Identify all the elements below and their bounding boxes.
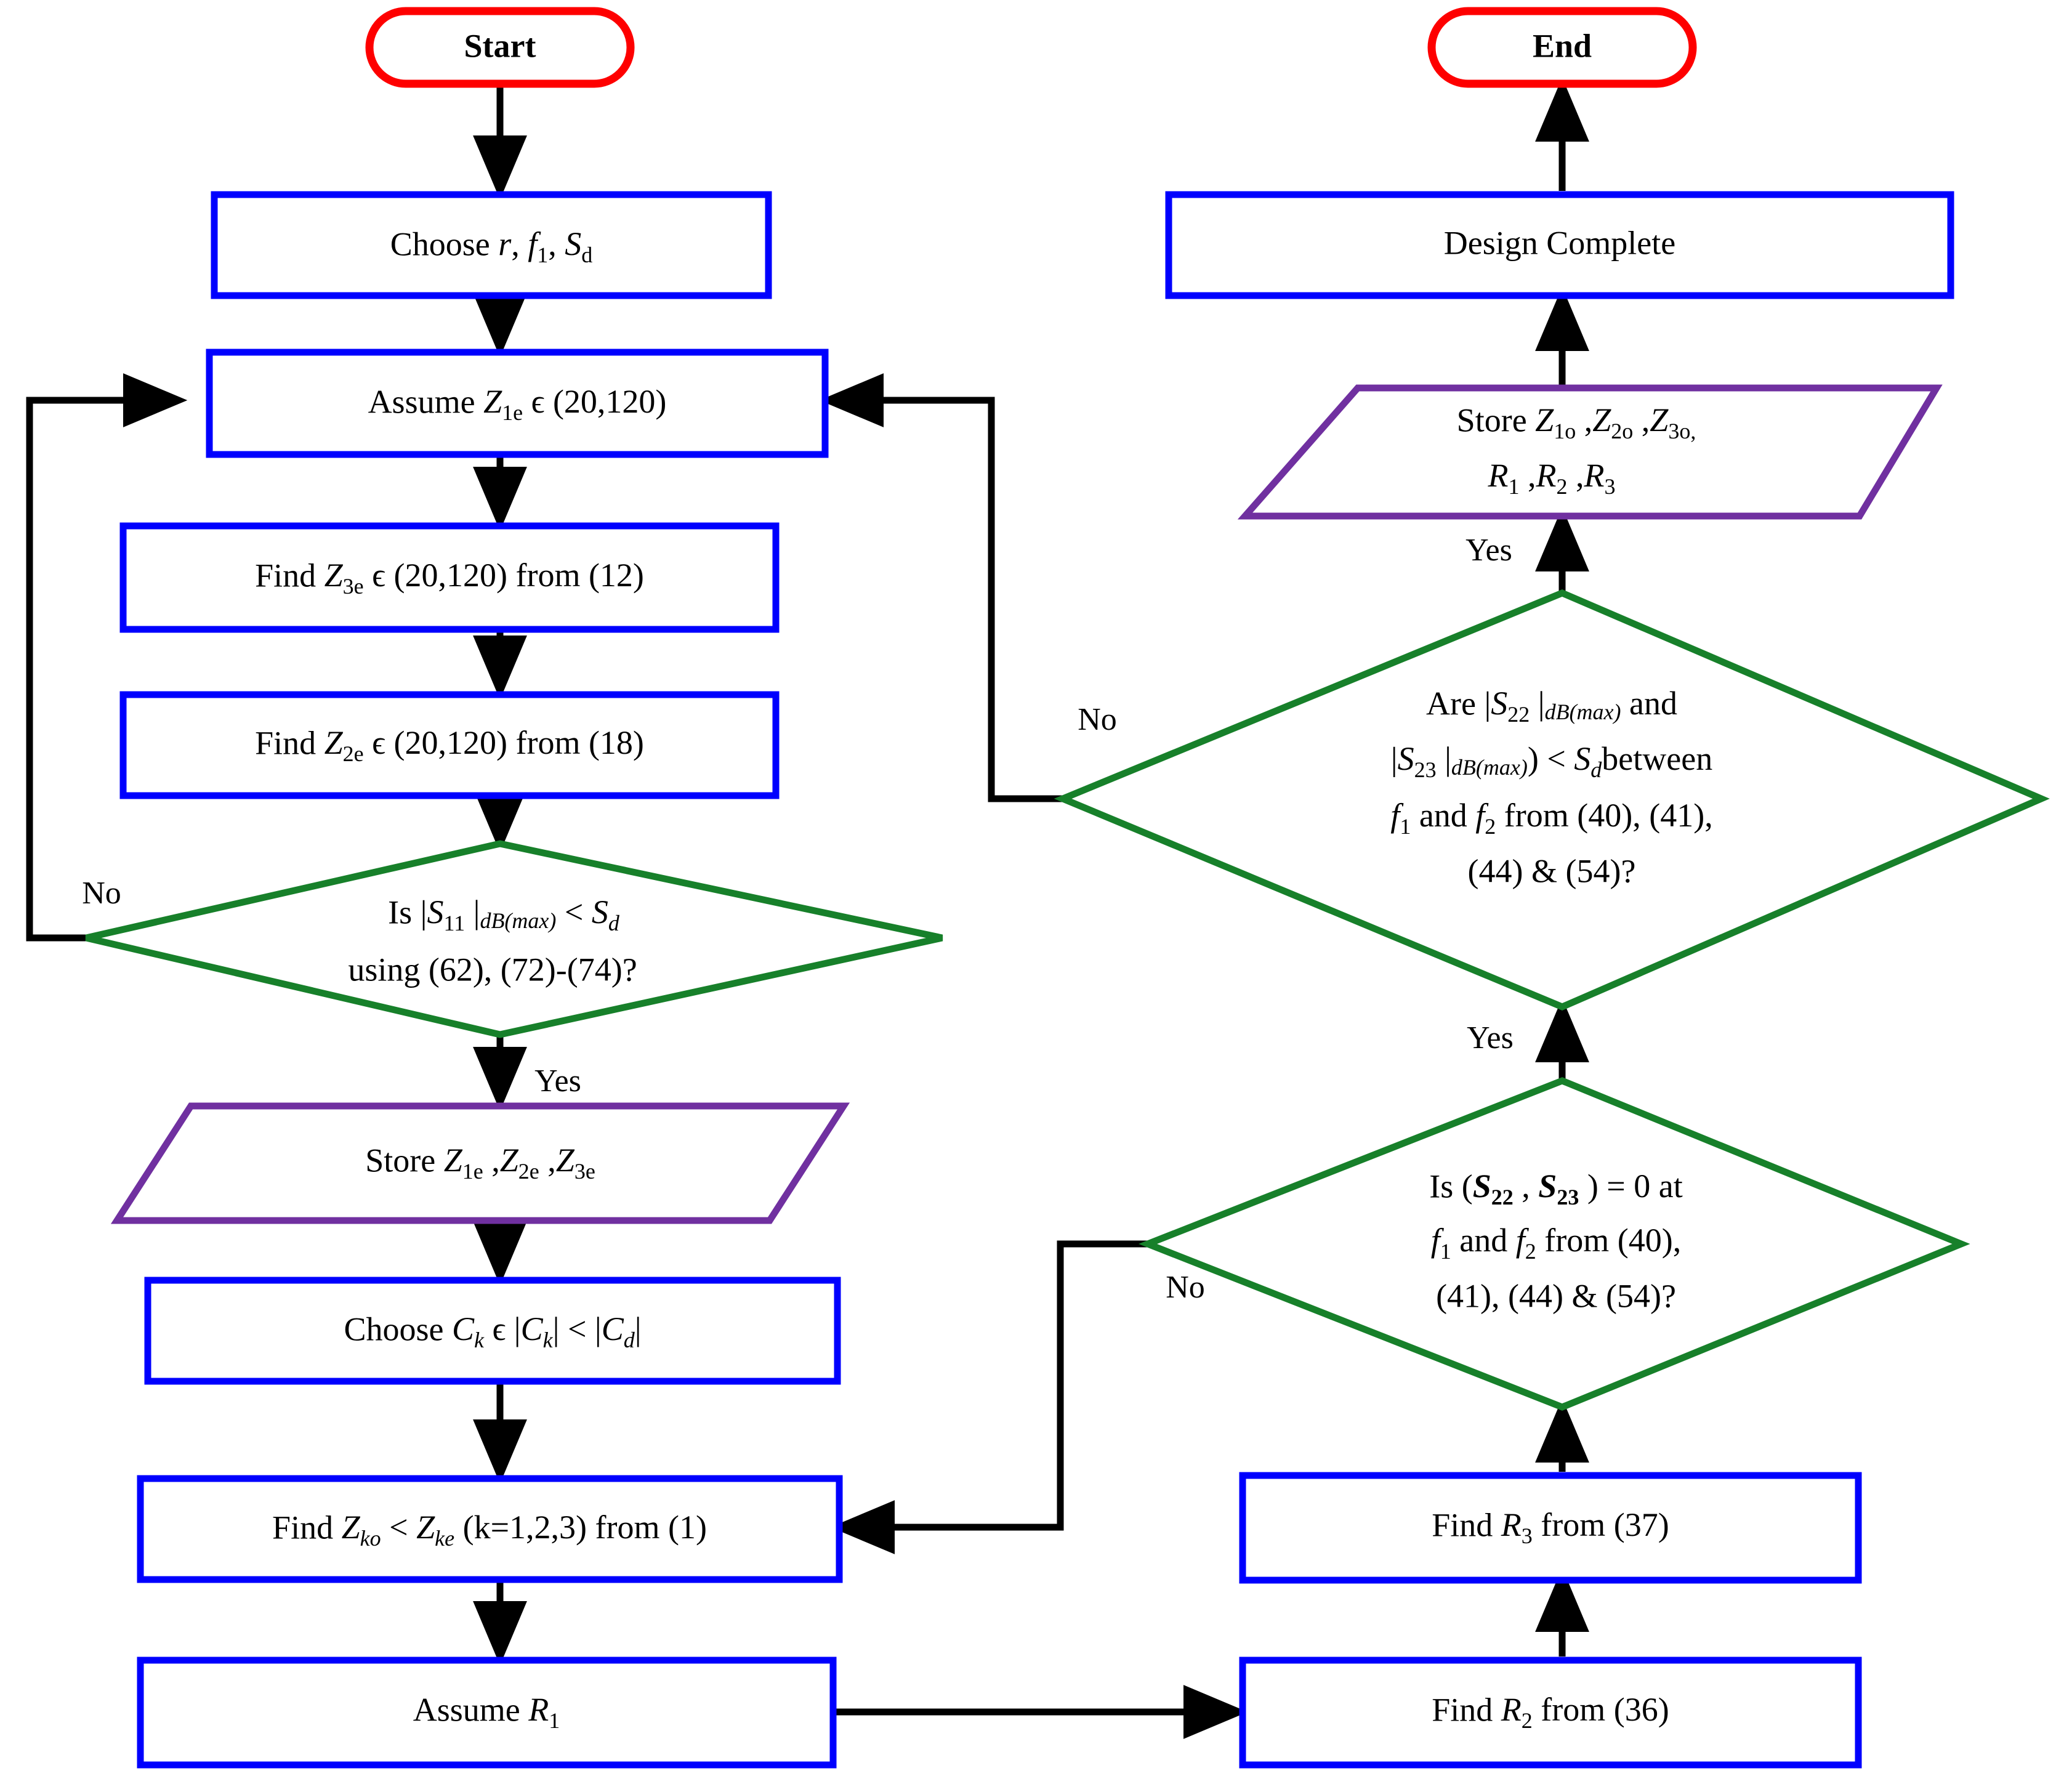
- connector-no-s22db-loop: [819, 373, 1063, 802]
- decision-db-line4: (44) & (54)?: [1468, 852, 1636, 889]
- decision-zero-line1: Is (S22 , S23 ) = 0 at: [1429, 1168, 1683, 1209]
- edge-label-yes-s22-db: Yes: [1465, 533, 1512, 568]
- node-find-z2e[interactable]: Find Z2e ϵ (20,120) from (18): [119, 691, 780, 799]
- decision-db-line2: |S23 |dB(max)) < Sdbetween: [1391, 740, 1712, 782]
- decision-s11-line1: Is |S11 |dB(max) < Sd: [388, 894, 620, 935]
- node-store-odd[interactable]: Store Z1o ,Z2o ,Z3o, R1 ,R2 ,R3: [1237, 384, 1943, 520]
- node-store-even[interactable]: Store Z1e ,Z2e ,Z3e: [110, 1102, 850, 1224]
- choose-r-shape: [211, 191, 772, 299]
- store-even-shape: [110, 1102, 850, 1224]
- connector-no-s11-loop: [26, 373, 188, 942]
- find-r2-shape: [1239, 1657, 1862, 1769]
- node-find-r3[interactable]: Find R3 from (37): [1239, 1472, 1862, 1584]
- start-label: Start: [464, 27, 536, 64]
- end-shape: [1427, 7, 1697, 88]
- node-decision-s22-s23-zero[interactable]: Is (S22 , S23 ) = 0 at f1 and f2 from (4…: [1138, 1077, 1970, 1411]
- find-z2e-shape: [119, 691, 780, 799]
- decision-zero-line2: f1 and f2 from (40),: [1431, 1222, 1681, 1264]
- decision-s11-line2: using (62), (72)-(74)?: [348, 951, 637, 988]
- node-find-z3e[interactable]: Find Z3e ϵ (20,120) from (12): [119, 522, 780, 633]
- choose-ck-shape: [144, 1277, 841, 1385]
- find-r2-label: Find R2 from (36): [1432, 1691, 1669, 1733]
- node-choose-r-f1-sd[interactable]: Choose r, f1, Sd: [211, 191, 772, 299]
- find-zko-label: Find Zko < Zke (k=1,2,3) from (1): [272, 1509, 707, 1551]
- node-choose-ck[interactable]: Choose Ck ϵ |Ck| < |Cd|: [144, 1277, 841, 1385]
- decision-s11-shape: [85, 840, 943, 1038]
- decision-zero-line3: (41), (44) & (54)?: [1436, 1277, 1676, 1314]
- store-odd-line2: R1 ,R2 ,R3: [1488, 457, 1616, 499]
- start-shape: [365, 7, 635, 88]
- find-z3e-label: Find Z3e ϵ (20,120) from (12): [255, 557, 644, 599]
- assume-z1e-shape: [206, 349, 829, 458]
- node-find-r2[interactable]: Find R2 from (36): [1239, 1657, 1862, 1769]
- decision-db-shape: [1054, 589, 2050, 1011]
- node-decision-s11[interactable]: Is |S11 |dB(max) < Sd using (62), (72)-(…: [85, 840, 943, 1038]
- edge-label-no-s22-db: No: [1078, 702, 1117, 737]
- design-complete-shape: [1165, 191, 1954, 299]
- edge-label-no-s22-zero: No: [1166, 1270, 1205, 1305]
- node-end[interactable]: End: [1427, 7, 1697, 88]
- edge-label-yes-s22-zero: Yes: [1467, 1020, 1514, 1055]
- decision-db-line3: f1 and f2 from (40), (41),: [1390, 797, 1712, 839]
- decision-zero-shape: [1138, 1077, 1970, 1411]
- connector-no-s22zero-loop: [830, 1240, 1148, 1554]
- node-start[interactable]: Start: [365, 7, 635, 88]
- choose-r-label: Choose r, f1, Sd: [390, 225, 593, 267]
- edge-label-no-s11: No: [82, 876, 121, 911]
- node-find-zko[interactable]: Find Zko < Zke (k=1,2,3) from (1): [137, 1475, 843, 1583]
- store-odd-shape: [1237, 384, 1943, 520]
- edge-label-yes-s11: Yes: [534, 1063, 581, 1099]
- assume-z1e-label: Assume Z1e ϵ (20,120): [368, 383, 667, 425]
- store-odd-line1: Store Z1o ,Z2o ,Z3o,: [1457, 402, 1696, 443]
- find-r3-shape: [1239, 1472, 1862, 1584]
- node-assume-r1[interactable]: Assume R1: [137, 1657, 837, 1769]
- end-label: End: [1533, 27, 1592, 64]
- decision-db-line1: Are |S22 |dB(max) and: [1426, 685, 1677, 727]
- design-complete-label: Design Complete: [1444, 224, 1675, 261]
- assume-r1-label: Assume R1: [413, 1691, 560, 1733]
- find-z3e-shape: [119, 522, 780, 633]
- node-decision-s22-s23-db[interactable]: Are |S22 |dB(max) and |S23 |dB(max)) < S…: [1054, 589, 2050, 1011]
- assume-r1-shape: [137, 1657, 837, 1769]
- find-zko-shape: [137, 1475, 843, 1583]
- choose-ck-label: Choose Ck ϵ |Ck| < |Cd|: [344, 1310, 641, 1352]
- find-z2e-label: Find Z2e ϵ (20,120) from (18): [255, 724, 644, 766]
- node-design-complete[interactable]: Design Complete: [1165, 191, 1954, 299]
- node-assume-z1e[interactable]: Assume Z1e ϵ (20,120): [206, 349, 829, 458]
- find-r3-label: Find R3 from (37): [1432, 1506, 1669, 1548]
